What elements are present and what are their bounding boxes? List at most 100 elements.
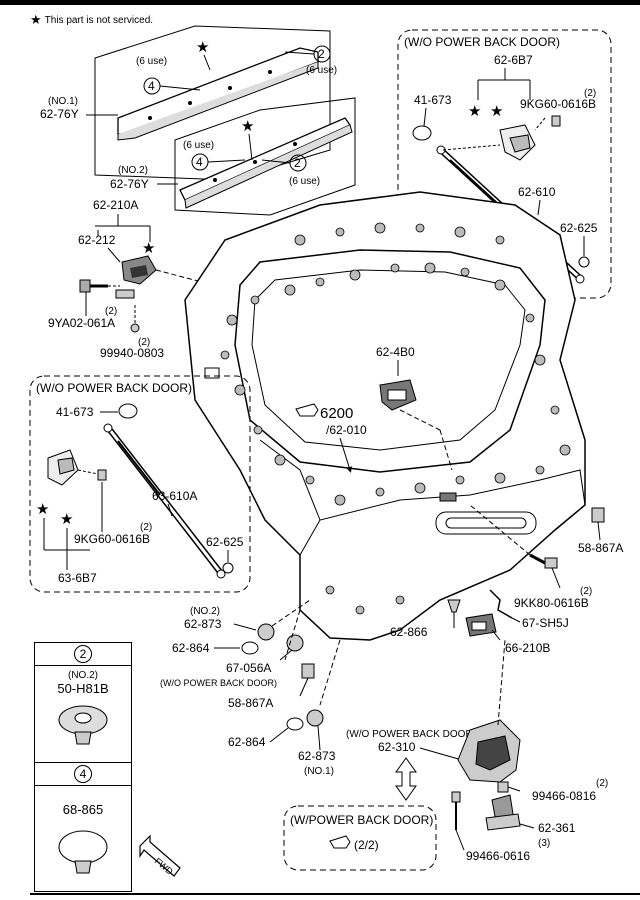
circle-2-icon: 2 — [318, 47, 325, 61]
part-63-6B7: 63-6B7 — [58, 571, 97, 585]
no2-label: (NO.2) — [190, 606, 220, 617]
legend-code: 68-865 — [62, 802, 104, 817]
part-62-873-no2: 62-873 — [184, 617, 222, 631]
bottom-border — [30, 893, 640, 895]
clip-icon — [58, 830, 108, 874]
star-icon: ★ — [196, 39, 209, 56]
cap-62-864 — [241, 641, 259, 655]
part-62-212: 62-212 — [78, 233, 116, 247]
no1-label: (NO.1) — [304, 766, 334, 777]
legend-circle-4: 4 68-865 — [34, 762, 132, 892]
part-62-310: 62-310 — [378, 740, 416, 754]
use6-label: (6 use) — [289, 176, 320, 187]
star-icon: ★ — [241, 118, 254, 135]
part-62-210A: 62-210A — [93, 198, 138, 212]
latch-62-210A — [115, 255, 157, 299]
wire-67-SH5J — [489, 589, 513, 619]
part-62-76Y-no2-sub: (NO.2) — [118, 165, 148, 176]
fwd-arrow-icon — [139, 834, 181, 877]
circle-2-icon: 2 — [74, 645, 92, 663]
page-ref-icon — [329, 835, 351, 849]
bolt-99466-0616 — [451, 791, 461, 830]
part-99466-0616: 99466-0616 — [466, 849, 530, 863]
double-arrow-icon — [395, 757, 417, 801]
part-41-673-left: 41-673 — [56, 405, 94, 419]
part-62-864-2: 62-864 — [228, 735, 266, 749]
cap-62-864 — [286, 717, 304, 731]
part-62-76Y-no1: 62-76Y — [40, 107, 79, 121]
part-41-673: 41-673 — [414, 93, 452, 107]
part-62-610: 62-610 — [518, 185, 556, 199]
clip-62-866 — [447, 599, 461, 613]
part-9KK80: 9KK80-0616B — [514, 596, 589, 610]
qty-label: (2) — [140, 522, 152, 533]
circle-2-icon: 2 — [294, 156, 301, 170]
legend-circle-2: 2 (NO.2) 50-H81B — [34, 642, 132, 764]
qty-label: (2) — [105, 306, 117, 317]
part-62-76Y-no2: 62-76Y — [110, 177, 149, 191]
use6-label: (6 use) — [136, 56, 167, 67]
part-58-867A-left: 58-867A — [228, 696, 273, 710]
star-icon: ★ — [36, 501, 49, 518]
wo-power-back-door-label: (W/O POWER BACK DOOR) — [404, 35, 560, 49]
qty-label: (2) — [138, 337, 150, 348]
part-62-6B7: 62-6B7 — [494, 53, 533, 67]
part-62-4B0: 62-4B0 — [376, 345, 415, 359]
bolt-99466-0816 — [497, 781, 521, 793]
part-62-866: 62-866 — [390, 625, 428, 639]
nut-99940 — [130, 323, 140, 333]
qty-label: (2) — [596, 778, 608, 789]
clip-icon — [58, 705, 108, 745]
bumper-58-867A-left — [301, 663, 315, 679]
wo-pbd-small-label: (W/O POWER BACK DOOR) — [346, 729, 476, 740]
part-9KG60-left: 9KG60-0616B — [74, 532, 150, 546]
use6-label: (6 use) — [306, 65, 337, 76]
lock-62-4B0 — [379, 379, 417, 411]
wo-power-back-door-label: (W/O POWER BACK DOOR) — [36, 381, 192, 395]
part-67-SH5J: 67-SH5J — [522, 616, 569, 630]
ref-6200: 6200 — [320, 405, 353, 422]
part-62-361: 62-361 — [538, 821, 576, 835]
bolt-9YA02 — [79, 279, 108, 293]
hinge-62-6B7 — [499, 115, 561, 161]
garnish-no1 — [94, 25, 331, 181]
part-66-210B: 66-210B — [505, 641, 550, 655]
bumper-58-867A — [591, 507, 605, 523]
part-58-867A: 58-867A — [578, 541, 623, 555]
part-62-625: 62-625 — [560, 221, 598, 235]
garnish-no2 — [174, 97, 356, 216]
circle-4-icon: 4 — [74, 765, 92, 783]
w-power-back-door-label: (W/POWER BACK DOOR) — [290, 813, 433, 827]
use6-label: (6 use) — [183, 140, 214, 151]
part-62-625-left: 62-625 — [206, 535, 244, 549]
part-62-873-no1: 62-873 — [298, 749, 336, 763]
bumper-62-873 — [306, 709, 324, 727]
wo-pbd-small-label: (W/O POWER BACK DOOR) — [160, 678, 277, 688]
cap-41-673 — [118, 403, 138, 419]
circle-4-icon: 4 — [196, 155, 203, 169]
bumper-62-873 — [257, 623, 275, 641]
part-62-76Y-no1-sub: (NO.1) — [48, 96, 78, 107]
part-9KG60: 9KG60-0616B — [520, 97, 596, 111]
not-serviced-note: ★ This part is not serviced. — [30, 12, 153, 28]
actuator-62-310 — [457, 719, 521, 783]
qty-label: (2) — [584, 88, 596, 99]
strut-63-610A — [103, 423, 226, 579]
cap-41-673 — [412, 125, 432, 141]
cap-67-056A — [286, 634, 304, 652]
page-ref: (2/2) — [354, 838, 379, 852]
qty-label: (2) — [580, 586, 592, 597]
bolt-9KK80 — [529, 553, 558, 569]
star-icon: ★ — [30, 12, 42, 27]
page-ref-icon — [295, 403, 319, 417]
part-99940: 99940-0803 — [100, 346, 164, 360]
liftgate-62-010 — [184, 191, 586, 641]
legend-code: 50-H81B — [57, 681, 109, 696]
star-icon: ★ — [490, 103, 503, 120]
top-border — [0, 0, 640, 5]
hinge-63-6B7 — [47, 449, 107, 486]
part-63-610A: 63-610A — [152, 489, 197, 503]
star-icon: ★ — [60, 511, 73, 528]
star-icon: ★ — [468, 103, 481, 120]
